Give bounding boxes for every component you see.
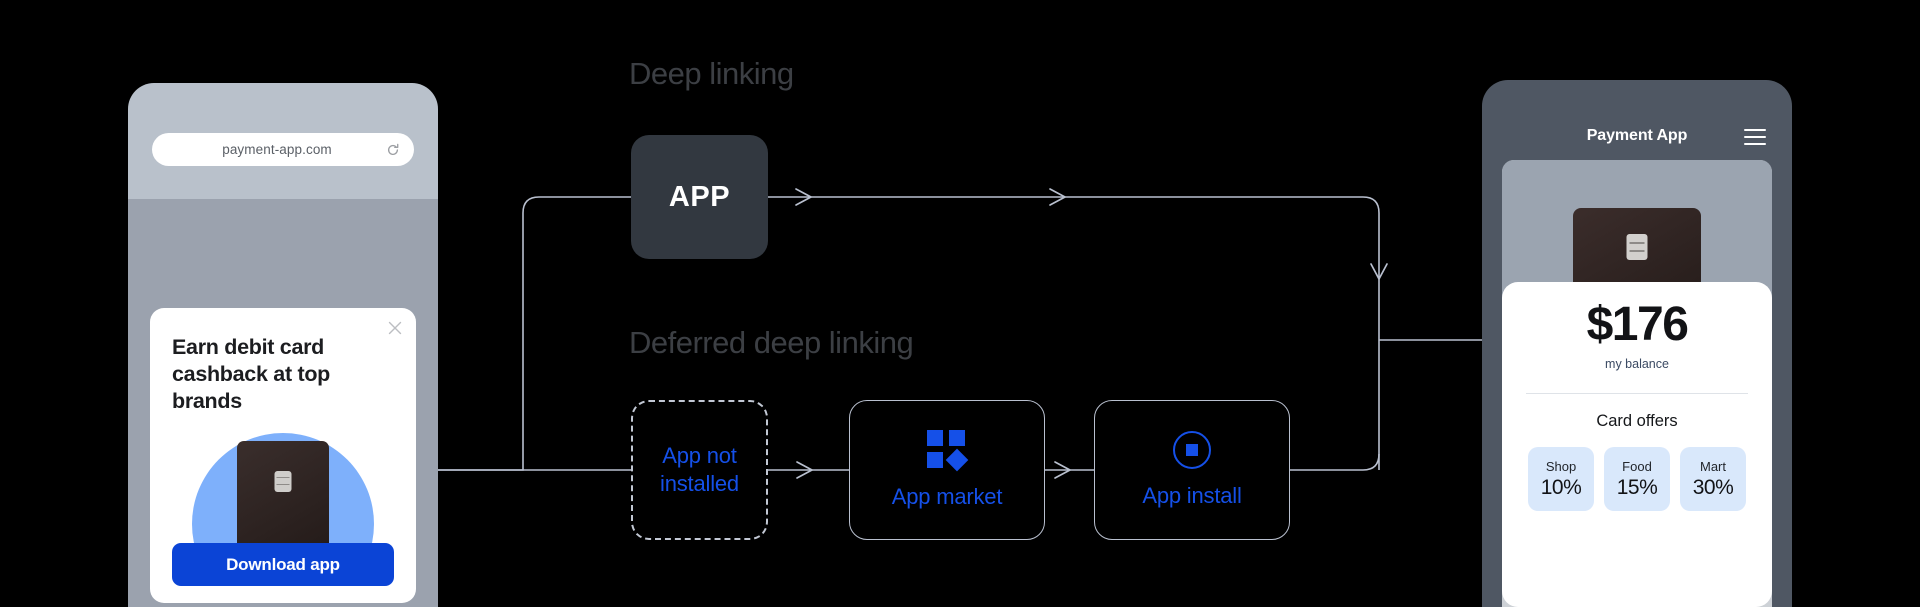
left-phone-viewport: Earn debit card cashback at top brands D… (128, 199, 438, 607)
card-offers-list: Shop 10% Food 15% Mart 30% (1502, 447, 1772, 512)
offer-percent: 10% (1540, 475, 1582, 499)
grid-squares-icon (927, 430, 969, 472)
node-app-install-label: App install (1142, 483, 1242, 508)
circle-square-icon (1173, 431, 1211, 469)
close-icon[interactable] (386, 319, 404, 337)
promo-card-illustration (150, 433, 416, 543)
section-label-deep-linking: Deep linking (629, 56, 794, 91)
node-app-label: APP (668, 180, 731, 213)
offer-name: Shop (1545, 458, 1577, 474)
node-app-market-label: App market (891, 484, 1003, 509)
node-app-install[interactable]: App install (1094, 400, 1290, 540)
left-phone-mockup: payment-app.com Earn debit card cashback… (128, 83, 438, 607)
app-header: Payment App (1482, 80, 1792, 160)
divider (1526, 393, 1748, 395)
balance-label: my balance (1605, 357, 1669, 372)
offer-percent: 15% (1616, 475, 1658, 499)
offer-item-mart[interactable]: Mart 30% (1680, 447, 1746, 512)
offer-item-shop[interactable]: Shop 10% (1528, 447, 1594, 512)
app-screen: $176 my balance Card offers Shop 10% Foo… (1502, 160, 1772, 607)
reload-icon[interactable] (386, 143, 400, 157)
download-app-button[interactable]: Download app (172, 543, 394, 586)
node-app-not-installed-label: App not installed (660, 442, 739, 496)
promo-card: Earn debit card cashback at top brands D… (150, 308, 416, 603)
offer-name: Food (1622, 458, 1652, 474)
node-app[interactable]: APP (631, 135, 768, 259)
balance-amount: $176 (1586, 298, 1689, 351)
browser-url-text: payment-app.com (222, 142, 332, 157)
hamburger-menu-icon[interactable] (1744, 129, 1766, 145)
offer-percent: 30% (1692, 475, 1734, 499)
offer-item-food[interactable]: Food 15% (1604, 447, 1670, 512)
promo-title: Earn debit card cashback at top brands (172, 335, 330, 414)
node-app-market[interactable]: App market (849, 400, 1045, 540)
offer-name: Mart (1700, 458, 1726, 474)
app-title: Payment App (1586, 127, 1688, 144)
section-label-deferred-deep-linking: Deferred deep linking (629, 325, 914, 360)
card-offers-title: Card offers (1596, 412, 1678, 431)
balance-card: $176 my balance Card offers Shop 10% Foo… (1502, 282, 1772, 607)
right-phone-mockup: Payment App $176 my balance Card offers … (1482, 80, 1792, 607)
node-app-not-installed[interactable]: App not installed (631, 400, 768, 540)
browser-address-bar[interactable]: payment-app.com (152, 133, 414, 166)
